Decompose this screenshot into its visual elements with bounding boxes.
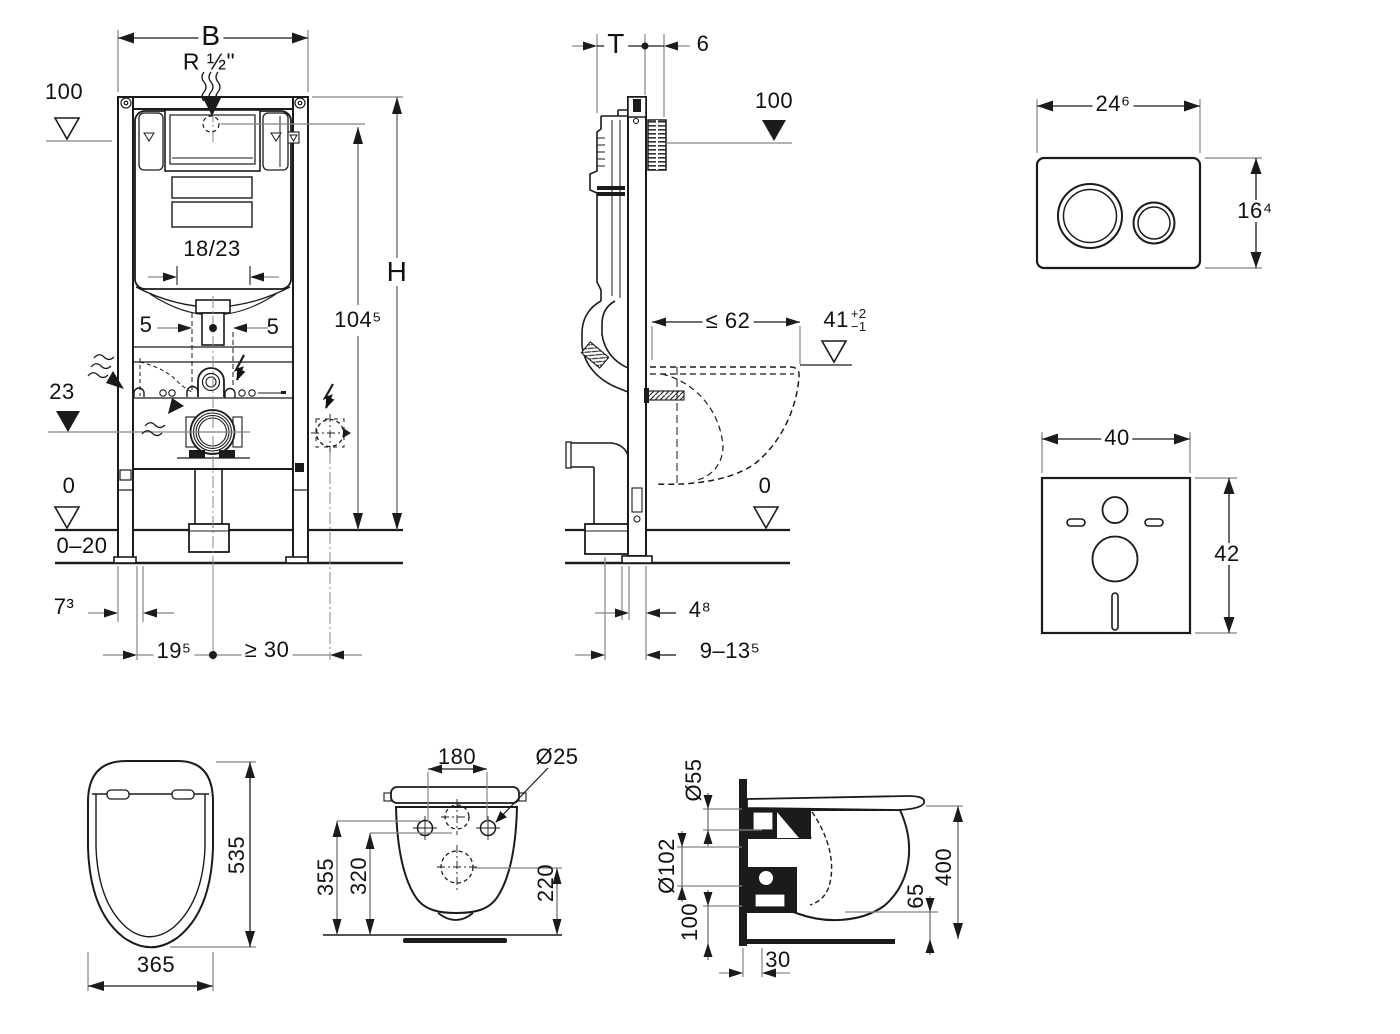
dim-label-pad-width: 40 (1101, 427, 1133, 449)
dim-label-hole-diameter: Ø25 (535, 744, 579, 769)
dim-label-side-level-0: 0 (758, 473, 772, 498)
dim-label-total-height: 400 (931, 847, 956, 887)
flush-plate-view (1035, 99, 1262, 270)
dim-label-frame-depth: T (604, 30, 628, 58)
frame-side-view (565, 34, 852, 660)
dim-label-level-23: 23 (49, 379, 75, 404)
dim-label-front-offset: 7³ (53, 594, 75, 619)
dim-label-floor-tolerance: 0–20 (56, 533, 108, 558)
dim-label-pipe-offset: 4⁸ (688, 597, 712, 622)
dim-label-offset-right: 5 (266, 314, 280, 339)
dim-label-plate-housing: 6 (696, 31, 710, 56)
dim-label-hole-spacing: 180 (437, 744, 477, 769)
dim-label-seat-height: 41 +2 −1 (823, 307, 866, 333)
dim-label-wc-depth: 535 (224, 835, 249, 875)
wc-back-view (323, 764, 562, 943)
dim-label-outlet-offset: 9–13⁵ (699, 638, 761, 663)
dim-label-drain-offset: 19⁵ (153, 640, 195, 662)
dim-label-height-outlet: 220 (533, 863, 558, 903)
dim-label-frame-width: B (198, 22, 224, 50)
dim-label-socket-clearance: ≥ 30 (241, 639, 293, 661)
wc-side-view (677, 779, 963, 978)
seat-height-tol-minus: −1 (850, 319, 867, 334)
dim-label-frame-height: H (383, 258, 411, 286)
dim-label-outlet-connection: Ø102 (654, 838, 679, 894)
dim-label-plate-width: 24⁶ (1092, 93, 1134, 115)
dim-label-offset-left: 5 (139, 312, 153, 337)
dim-label-flush-connection: Ø55 (681, 758, 706, 802)
dim-label-level-100: 100 (44, 79, 84, 104)
dim-label-bowl-depth: ≤ 62 (702, 310, 754, 332)
dim-label-service-opening: 18/23 (183, 236, 241, 261)
seat-height-tol-plus: +2 (850, 306, 867, 321)
sound-insulation-pad-view (1040, 432, 1237, 635)
dim-label-bottom-clearance: 65 (903, 883, 928, 909)
dim-label-supply-thread: R ½" (182, 48, 236, 75)
dim-label-side-level-100: 100 (754, 88, 794, 113)
seat-height-tolerance: +2 −1 (851, 307, 867, 333)
dim-label-plate-height: 16⁴ (1234, 200, 1276, 222)
dim-label-outlet-height: 100 (677, 902, 702, 942)
frame-front-view (46, 30, 403, 660)
wc-top-view (87, 760, 256, 991)
dim-label-wall-offset: 30 (765, 947, 791, 972)
dim-label-wc-width: 365 (136, 952, 176, 977)
dim-label-actuation-height: 104⁵ (331, 309, 385, 331)
dim-label-height-top-holes: 355 (313, 857, 338, 897)
seat-height-value: 41 (823, 307, 849, 332)
dim-label-level-0: 0 (62, 473, 76, 498)
dim-label-height-mid: 320 (346, 856, 371, 896)
dim-label-pad-height: 42 (1211, 543, 1243, 565)
